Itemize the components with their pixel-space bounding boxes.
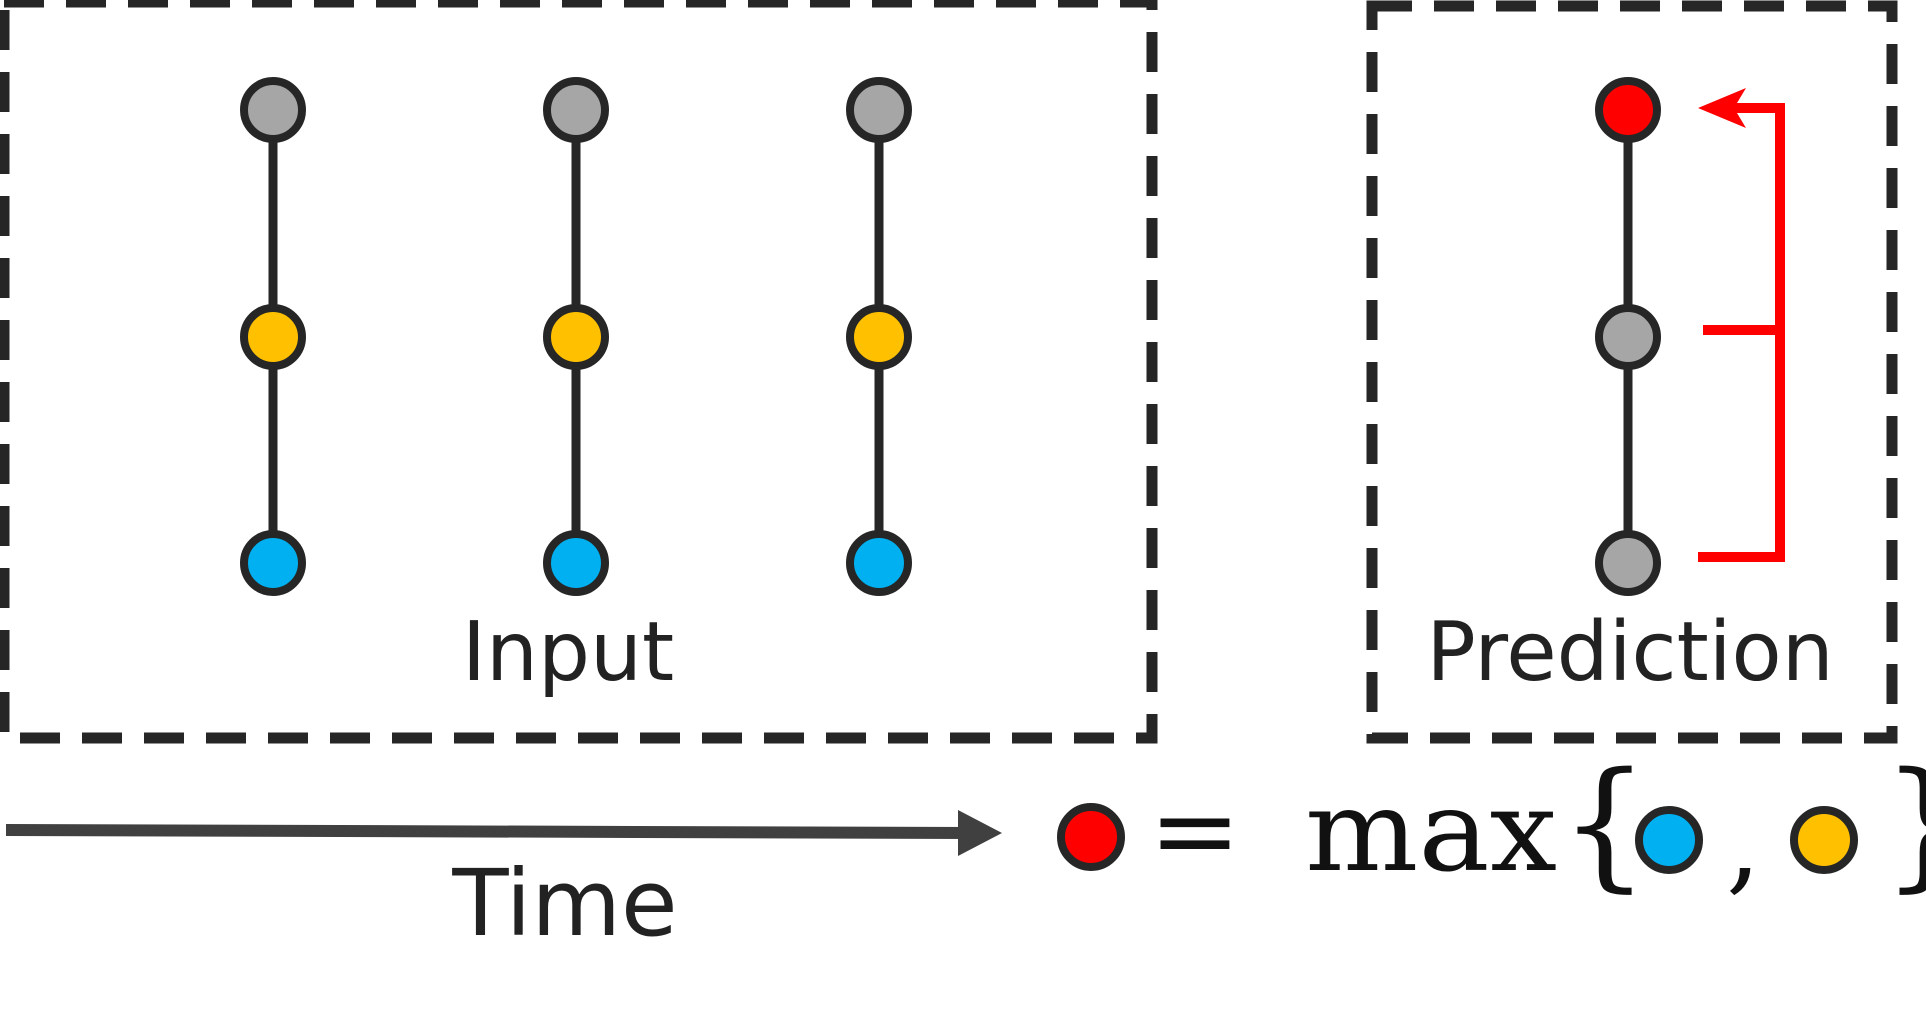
equation-arg-node-2 — [1790, 806, 1858, 874]
input-box — [0, 0, 1158, 744]
equation-equals: = — [1149, 766, 1241, 894]
input-graph-1-node-yellow — [240, 304, 306, 370]
prediction-graph-node-gray — [1595, 304, 1661, 370]
equation-arg-node-1 — [1635, 806, 1703, 874]
input-graph-2 — [543, 77, 609, 596]
input-graph-3-node-blue — [846, 530, 912, 596]
input-graph-3-node-yellow — [846, 304, 912, 370]
equation: = max { , } — [1057, 743, 1926, 906]
prediction-box — [1366, 0, 1898, 744]
input-graphs — [240, 77, 912, 596]
input-label: Input — [462, 605, 674, 700]
time-arrowhead — [958, 810, 1002, 856]
prediction-graph-node-red — [1595, 77, 1661, 143]
input-graph-2-node-yellow — [543, 304, 609, 370]
equation-close-brace: } — [1882, 743, 1926, 906]
input-graph-1 — [240, 77, 306, 596]
equation-comma: , — [1726, 778, 1761, 906]
feedback-arrowhead — [1698, 88, 1746, 128]
equation-open-brace: { — [1560, 743, 1649, 906]
input-graph-3 — [846, 77, 912, 596]
feedback-arrow — [1698, 88, 1785, 562]
time-arrow-shaft — [5, 824, 971, 839]
equation-result-node — [1057, 803, 1125, 871]
prediction-graph — [1595, 77, 1661, 596]
time-arrow — [5, 810, 1002, 856]
input-graph-2-node-gray — [543, 77, 609, 143]
time-label: Time — [451, 850, 677, 957]
equation-max: max — [1305, 767, 1557, 897]
input-graph-3-node-gray — [846, 77, 912, 143]
input-graph-1-node-gray — [240, 77, 306, 143]
input-graph-1-node-blue — [240, 530, 306, 596]
prediction-label: Prediction — [1426, 605, 1833, 700]
input-graph-2-node-blue — [543, 530, 609, 596]
prediction-graph-node-gray — [1595, 530, 1661, 596]
